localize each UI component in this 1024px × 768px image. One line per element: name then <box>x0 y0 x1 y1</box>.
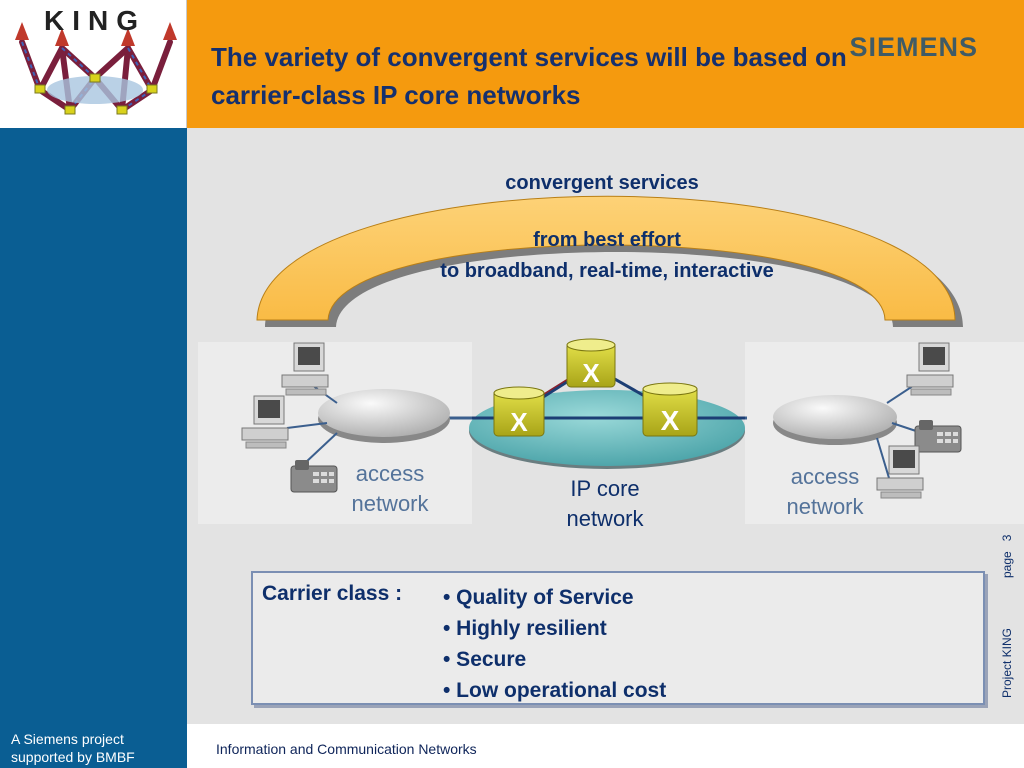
left-access-label-line2: network <box>351 491 429 516</box>
arch-title: convergent services <box>505 172 699 194</box>
ip-core-label: IP core network <box>545 474 665 534</box>
page-title: The variety of convergent services will … <box>211 42 847 110</box>
left-phone <box>290 460 338 493</box>
page-number-label: page 3 <box>1000 535 1014 578</box>
router-left: X <box>493 386 545 437</box>
carrier-item: • Highly resilient <box>443 617 607 640</box>
king-logo: KING <box>0 0 187 128</box>
left-access-label-line1: access <box>355 461 425 486</box>
svg-text:X: X <box>582 358 600 388</box>
left-computer-2 <box>241 395 289 449</box>
ip-core-label-line2: network <box>566 506 644 531</box>
footer-bar: Information and Communication Networks <box>187 724 1024 768</box>
right-access-label: access network <box>770 462 880 522</box>
right-phone <box>914 420 962 453</box>
page-number: 3 <box>1000 534 1014 542</box>
carrier-item: • Secure <box>443 648 527 671</box>
convergent-services-arch <box>256 195 956 321</box>
page-label: page <box>1000 551 1014 578</box>
sidebar-line-1: A Siemens project <box>11 731 124 747</box>
header-bar: The variety of convergent services will … <box>187 0 1024 128</box>
svg-text:X: X <box>510 407 528 437</box>
carrier-class-list: • Quality of Service • Highly resilient … <box>443 582 666 706</box>
left-access-label: access network <box>335 459 445 519</box>
arch-subtitle-1: from best effort <box>533 229 681 251</box>
ip-core-label-line1: IP core <box>570 476 640 501</box>
sidebar-line-2: supported by BMBF <box>11 749 135 765</box>
project-label: Project KING <box>1000 627 1014 698</box>
right-computer-1 <box>906 342 954 396</box>
network-diagram: X X X <box>198 195 1024 524</box>
arch-subtitle-2: to broadband, real-time, interactive <box>440 260 774 282</box>
svg-text:KING: KING <box>44 5 146 36</box>
router-top: X <box>566 338 616 388</box>
siemens-logo: SIEMENS <box>849 32 978 62</box>
carrier-class-label: Carrier class : <box>262 582 403 605</box>
page-info: page 3 Project KING <box>986 535 1016 700</box>
router-right: X <box>642 382 698 437</box>
footer-text: Information and Communication Networks <box>216 741 477 757</box>
left-sidebar: A Siemens project supported by BMBF <box>0 128 187 768</box>
right-access-disk <box>773 395 897 439</box>
carrier-item: • Low operational cost <box>443 679 667 702</box>
carrier-class-box: Carrier class : • Quality of Service • H… <box>251 571 985 705</box>
svg-text:X: X <box>661 405 680 436</box>
sidebar-note: A Siemens project supported by BMBF <box>11 730 135 766</box>
left-computer-1 <box>281 342 329 396</box>
right-computer-2 <box>876 445 924 499</box>
carrier-item: • Quality of Service <box>443 586 634 609</box>
right-access-label-line2: network <box>786 494 864 519</box>
right-access-label-line1: access <box>790 464 860 489</box>
left-access-disk <box>318 389 450 437</box>
